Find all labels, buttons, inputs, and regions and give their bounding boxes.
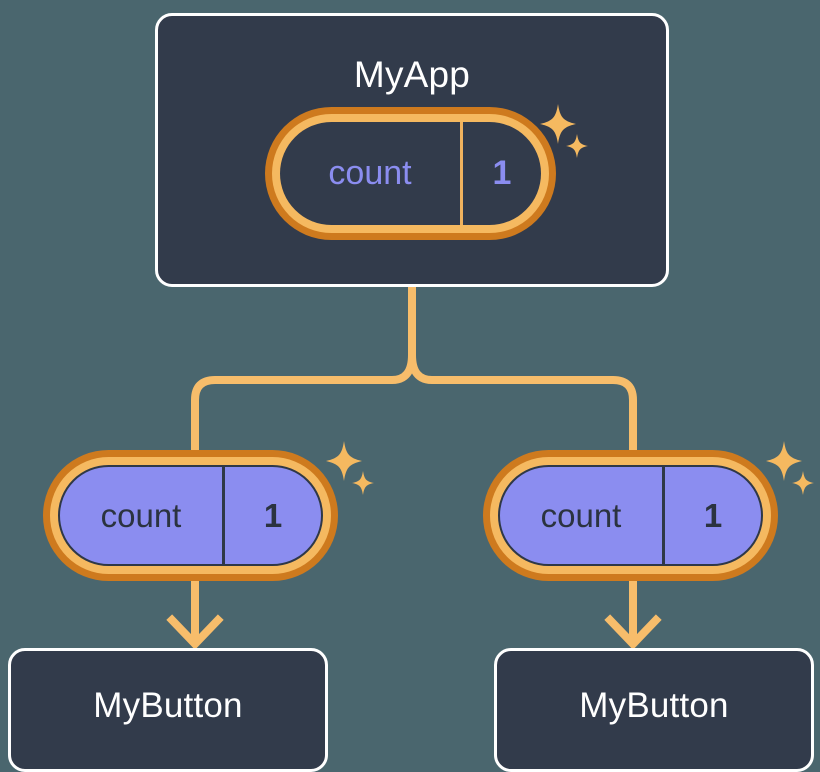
sparkle-small-icon bbox=[792, 471, 814, 495]
right-prop-arrowhead-icon bbox=[604, 614, 662, 650]
prop-value-label-left: 1 bbox=[222, 467, 321, 564]
component-box-mybutton-left[interactable]: MyButton bbox=[8, 648, 328, 772]
state-key-label: count bbox=[328, 154, 412, 192]
component-title-mybutton-right: MyButton bbox=[579, 686, 729, 725]
state-value-label: 1 bbox=[460, 122, 541, 225]
component-title-mybutton-left: MyButton bbox=[93, 686, 243, 725]
prop-pill-body-right: count 1 bbox=[498, 465, 763, 566]
left-prop-arrowhead-icon bbox=[166, 614, 224, 650]
sparkle-large-icon bbox=[766, 441, 802, 481]
state-pill-body: count 1 bbox=[280, 122, 541, 225]
component-title-myapp: MyApp bbox=[353, 54, 471, 95]
prop-key-label-right: count bbox=[540, 496, 622, 534]
wire-split-to-left bbox=[191, 354, 416, 455]
prop-value-label-right: 1 bbox=[662, 467, 761, 564]
sparkle-large-icon bbox=[326, 441, 362, 481]
state-pill-inner-ring: count 1 bbox=[272, 114, 549, 233]
prop-key-label-left: count bbox=[100, 496, 182, 534]
prop-pill-left[interactable]: count 1 bbox=[43, 450, 338, 581]
state-pill-myapp[interactable]: count 1 bbox=[265, 107, 556, 240]
prop-pill-right[interactable]: count 1 bbox=[483, 450, 778, 581]
prop-pill-inner-ring-left: count 1 bbox=[50, 457, 331, 574]
prop-pill-body-left: count 1 bbox=[58, 465, 323, 566]
prop-pill-inner-ring-right: count 1 bbox=[490, 457, 771, 574]
sparkle-small-icon bbox=[352, 471, 374, 495]
component-box-mybutton-right[interactable]: MyButton bbox=[494, 648, 814, 772]
wire-split-to-right bbox=[408, 354, 637, 455]
